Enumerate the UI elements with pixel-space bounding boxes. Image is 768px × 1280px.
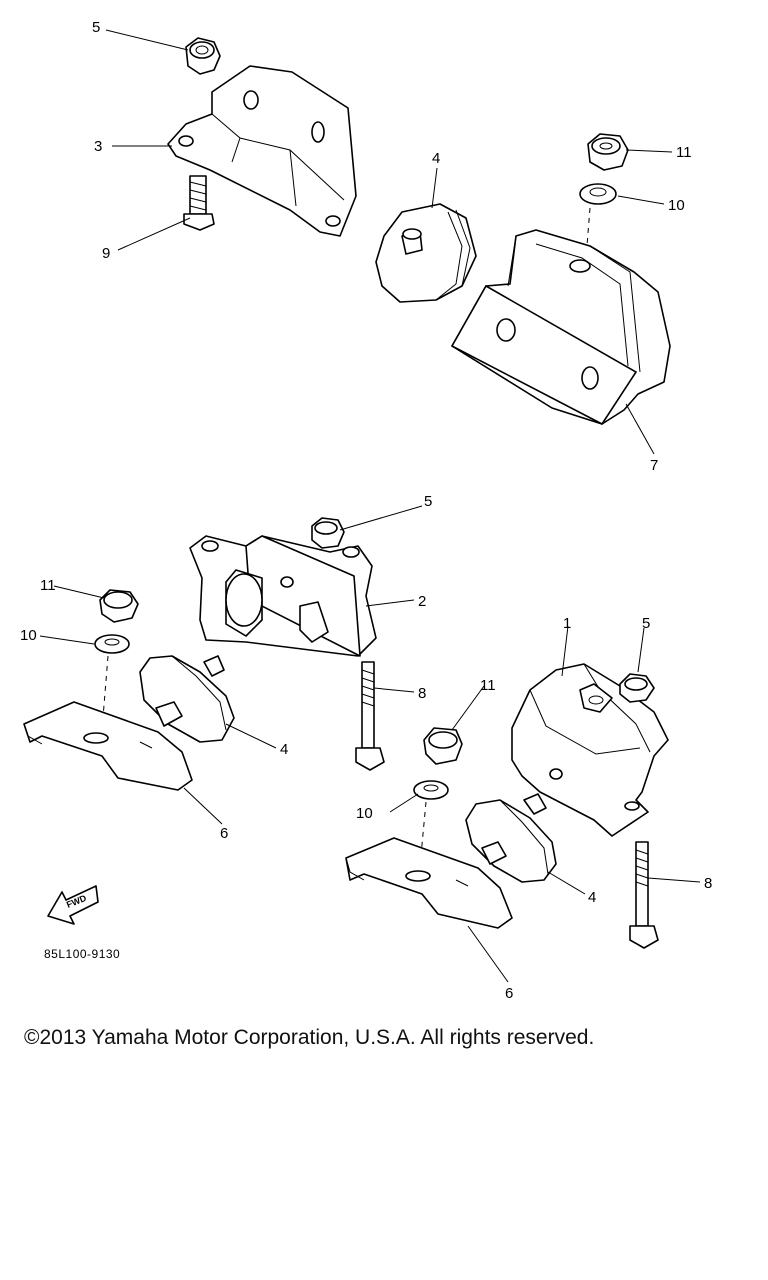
nut-part-11-left xyxy=(99,589,139,623)
callout-8-right: 8 xyxy=(704,875,712,892)
washer-part-10-left xyxy=(94,634,130,654)
fwd-arrow-icon: FWD xyxy=(47,885,99,925)
callout-6-left: 6 xyxy=(220,825,228,842)
callout-2: 2 xyxy=(418,593,426,610)
washer-part-10-upper xyxy=(579,183,617,205)
callout-11-center: 11 xyxy=(480,677,496,694)
bracket-part-1 xyxy=(511,663,669,837)
nut-part-11-center xyxy=(423,727,463,765)
mount-part-4-upper xyxy=(375,203,477,303)
callout-10-upper: 10 xyxy=(668,197,685,214)
nut-part-11-upper xyxy=(587,133,629,171)
mount-part-4-left xyxy=(139,655,235,743)
bolt-part-8-left xyxy=(355,661,385,771)
washer-part-10-center xyxy=(413,780,449,800)
mount-part-4-right xyxy=(465,793,557,883)
bracket-part-3 xyxy=(167,65,357,237)
callout-1: 1 xyxy=(563,615,571,632)
callout-6-right: 6 xyxy=(505,985,513,1002)
diagram-code: 85L100-9130 xyxy=(44,947,120,961)
callout-7: 7 xyxy=(650,457,658,474)
plate-part-6-left xyxy=(23,701,193,791)
nut-part-5-middle xyxy=(311,517,345,549)
callout-3: 3 xyxy=(94,138,102,155)
bracket-part-2 xyxy=(189,535,377,657)
nut-part-5-right xyxy=(619,673,655,703)
callout-5-top: 5 xyxy=(92,19,100,36)
callout-4-right: 4 xyxy=(588,889,596,906)
callout-11-left: 11 xyxy=(40,577,56,594)
callout-11-upper: 11 xyxy=(676,144,692,161)
plate-part-6-right xyxy=(345,837,513,929)
callout-5-middle: 5 xyxy=(424,493,432,510)
copyright-notice: ©2013 Yamaha Motor Corporation, U.S.A. A… xyxy=(24,1026,595,1049)
bolt-part-8-right xyxy=(629,841,659,949)
bolt-part-9 xyxy=(183,175,215,231)
nut-part-5-top xyxy=(185,37,221,75)
callout-10-center: 10 xyxy=(356,805,373,822)
callout-8-left: 8 xyxy=(418,685,426,702)
parts-diagram: FWD 85L100-9130 5 3 9 4 11 10 7 5 2 11 1… xyxy=(20,19,712,1002)
bracket-part-7 xyxy=(451,229,671,425)
callout-9: 9 xyxy=(102,245,110,262)
callout-5-right: 5 xyxy=(642,615,650,632)
callout-4-upper: 4 xyxy=(432,150,440,167)
callout-4-left: 4 xyxy=(280,741,288,758)
callout-10-left: 10 xyxy=(20,627,37,644)
